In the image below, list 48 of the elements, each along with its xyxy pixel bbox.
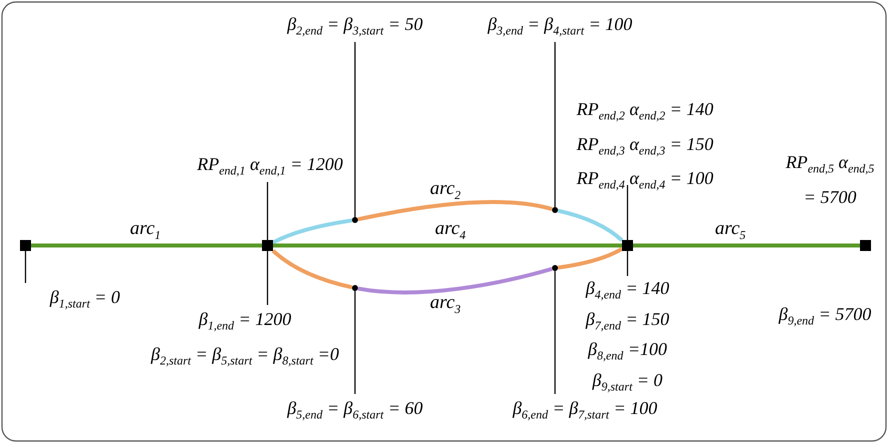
math-label: RP$_{end,1}$ α$_{end,1}$ = 1200 [196,153,344,180]
leader-line [266,182,268,240]
math-label: RP$_{end,5}$ α$_{end,5}$ = 5700 [784,151,876,209]
arc-line [358,200,552,222]
leader-line [266,251,268,305]
edge-label: arc$_{1}$ [130,218,161,244]
node-square [20,240,31,251]
math-label: β$_{1,start}$ = 0 [48,286,122,313]
math-label: β$_{8,end}$ =100 [586,338,668,365]
leader-line [354,291,356,394]
node-dot [352,217,358,223]
arc-line [272,218,352,244]
node-square [860,240,871,251]
math-label: β$_{4,end}$ = 140 [584,277,670,304]
arc-line [272,249,352,290]
math-label: β$_{2,end}$ = β$_{3,start}$ = 50 [286,13,424,40]
math-label: β$_{1,end}$ = 1200 [198,308,292,335]
leader-line [554,42,556,207]
edge-label: arc$_{3}$ [430,292,461,318]
math-label: β$_{7,end}$ = 150 [584,308,670,334]
math-label: β$_{6,end}$ = β$_{7,start}$ = 100 [512,397,658,424]
math-label: RP$_{end,2}$ α$_{end,2}$ = 140 [576,98,714,125]
math-label: RP$_{end,4}$ α$_{end,4}$ = 100 [576,167,714,194]
node-dot [352,285,358,291]
leader-line [554,271,556,394]
arc-line [558,208,624,242]
node-square [622,240,633,251]
math-label: RP$_{end,3}$ α$_{end,3}$ = 150 [576,132,714,160]
leader-line [24,251,26,283]
edge-label: arc$_{2}$ [430,178,461,204]
edge-label: arc$_{5}$ [715,218,746,244]
arc-line [31,244,262,248]
leader-line [626,185,628,240]
arc-line [358,266,553,294]
leader-line [354,42,356,217]
edge-label: arc$_{4}$ [435,218,466,244]
node-dot [552,265,558,271]
arc-line [273,244,622,248]
math-label: β$_{9,start}$ = 0 [591,368,664,396]
node-dot [552,207,558,213]
math-label: β$_{3,end}$ = β$_{4,start}$ = 100 [486,13,634,40]
leader-line [626,251,628,276]
math-label: β$_{2,start}$ = β$_{5,start}$ = β$_{8,start}$ =0 [150,342,340,370]
math-label: β$_{5,end}$ = β$_{6,start}$ = 60 [286,397,424,424]
node-square [262,240,273,251]
arc-line [558,247,623,270]
math-label: β$_{9,end}$ = 5700 [778,303,872,330]
arc-line [633,244,860,248]
